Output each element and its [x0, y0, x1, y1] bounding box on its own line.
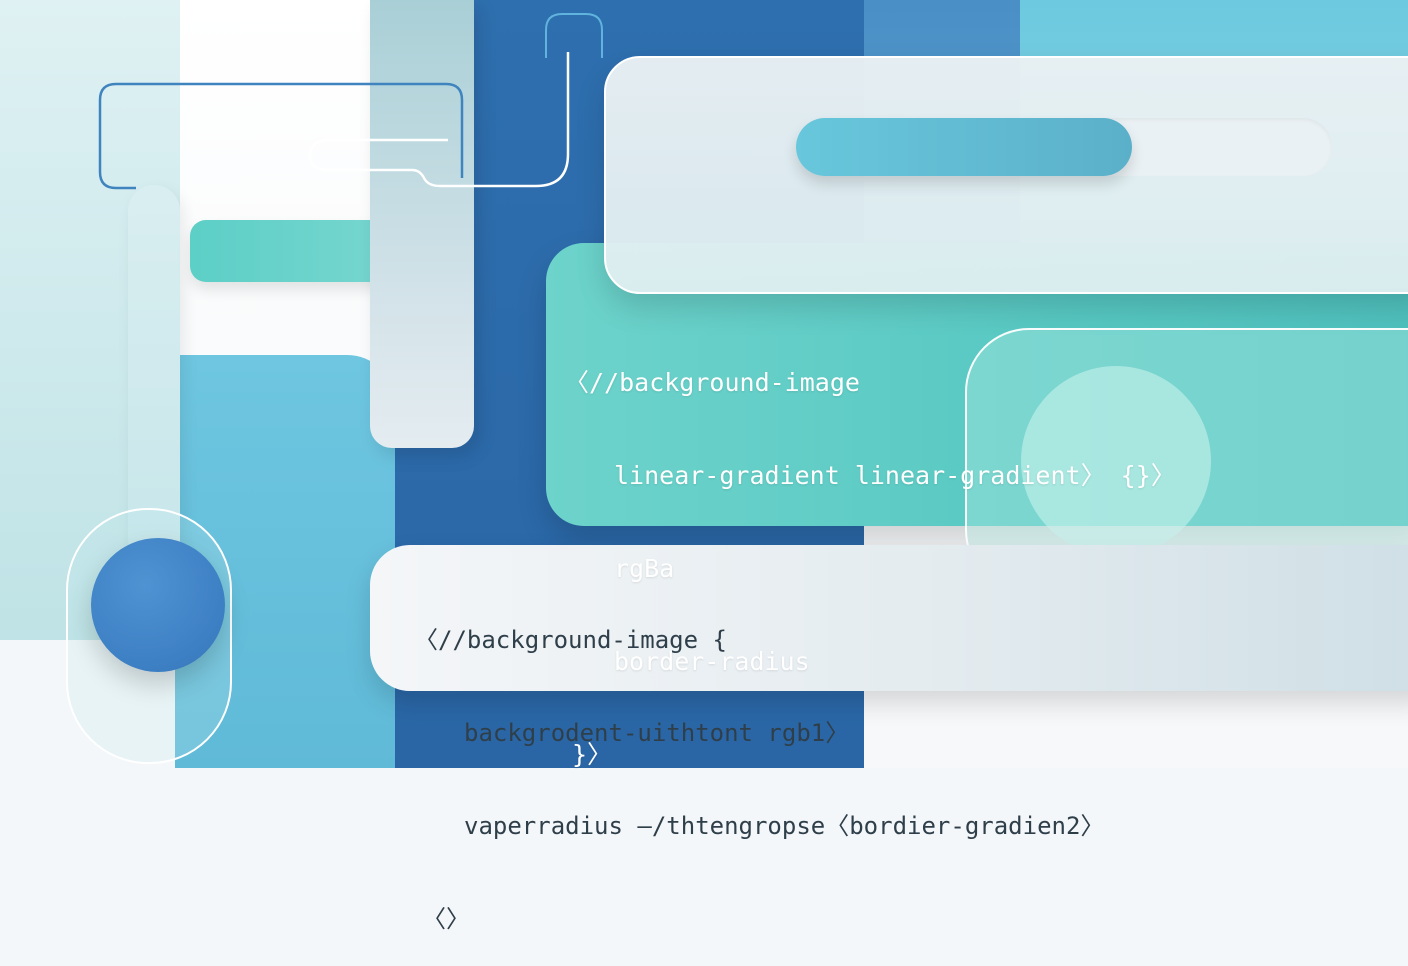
code-text-top: 〈//background-image linear-gradient line…: [564, 305, 1176, 801]
code-bracket-icon: 〈〉: [422, 905, 470, 933]
glass-circle: [1021, 366, 1211, 556]
code-line: 〈//background-image {: [414, 626, 727, 654]
grey-vertical-panel: [370, 0, 474, 448]
slider-fill[interactable]: [796, 118, 1132, 176]
code-text-bottom: 〈//background-image { backgrodent-uithto…: [414, 563, 1104, 966]
code-line: rgBa: [614, 554, 675, 583]
code-line: vaperradius –/thtengropse〈bordier-gradie…: [464, 812, 1105, 840]
code-line: backgrodent-uithtont rgb1〉: [464, 719, 850, 747]
round-knob[interactable]: [91, 538, 225, 672]
outline-bracket-left: [98, 82, 464, 190]
code-line: border-radius: [614, 647, 810, 676]
code-line: }〉: [572, 740, 613, 769]
outline-lines: [98, 13, 603, 190]
code-line: 〈//background-image: [564, 368, 860, 397]
code-panel-grey: [370, 545, 1408, 691]
teal-tab-panel: [190, 220, 390, 282]
outline-arch-top: [545, 13, 603, 58]
outline-connector: [308, 52, 570, 188]
vertical-pill-panel: [128, 185, 180, 565]
code-line: linear-gradient linear-gradient〉 {}〉: [614, 461, 1176, 490]
